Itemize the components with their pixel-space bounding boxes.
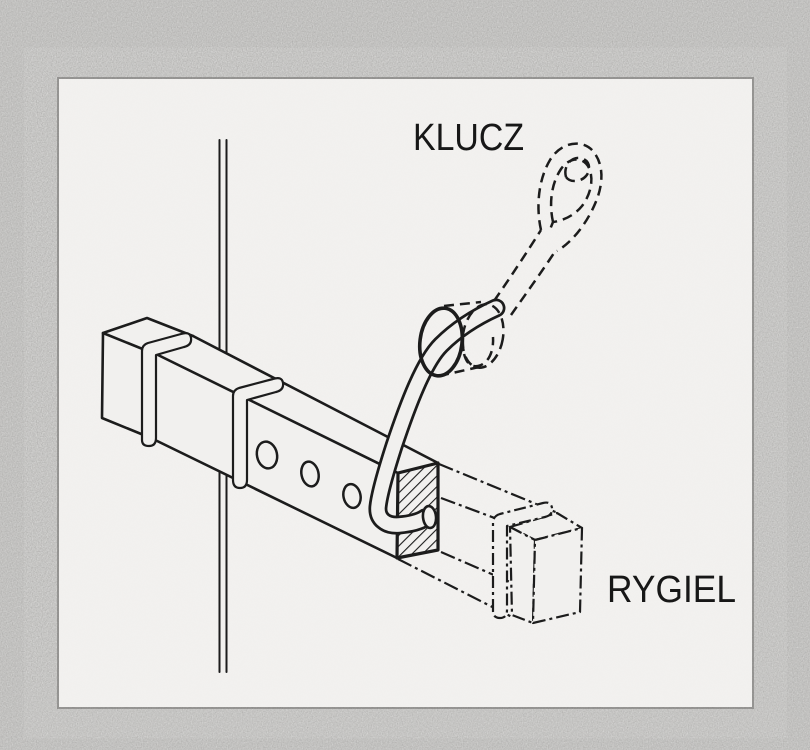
key-raised-handle-loop-inner [547,158,593,233]
key-raised-dashed [438,142,603,378]
key-shaft [368,298,506,535]
label-rygiel: RYGIEL [607,569,736,611]
key-raised-shaft-right [509,249,558,316]
phantom-end-block [508,511,584,625]
collar-cylinder-bottom-line [438,365,480,378]
key-raised-handle-eye [564,156,591,183]
key-raised-shaft-left [492,229,543,302]
bolt-hole-2 [300,460,320,488]
guide-bracket-right [231,377,285,490]
wall-rod [218,139,228,673]
bolt-bar-top-face [156,336,438,473]
bolt-holes [255,440,362,510]
bolt-hole-3 [342,482,362,510]
key-raised-handle-loop [537,142,603,253]
guide-bracket-left [140,332,193,448]
label-klucz: KLUCZ [413,117,524,159]
phantom-guide-bracket [491,501,554,620]
bolt-hole-1 [255,440,279,470]
key-tip [421,504,438,530]
collar-cylinder-top-line [443,300,482,308]
key-phantom-hook [461,336,495,368]
